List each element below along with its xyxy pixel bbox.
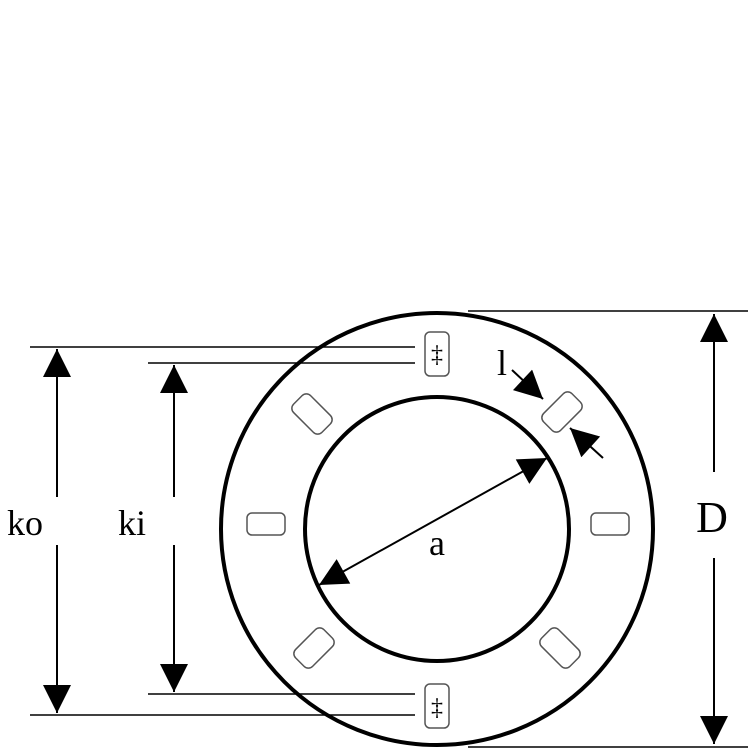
ki-label: ki bbox=[118, 503, 146, 543]
l-arrow-upper bbox=[511, 369, 544, 400]
slot-lower-left bbox=[293, 627, 335, 669]
l-arrow-lower bbox=[569, 427, 604, 459]
slot-lower-right bbox=[539, 627, 581, 669]
slot-top-symbol: ‡ bbox=[431, 342, 443, 368]
inner-circle bbox=[303, 395, 571, 663]
slot-upper-left bbox=[291, 393, 333, 435]
outer-circle bbox=[219, 311, 655, 747]
l-label: l bbox=[497, 343, 507, 383]
a-label: a bbox=[429, 523, 445, 563]
slot-right bbox=[590, 512, 630, 536]
slots bbox=[246, 331, 630, 729]
ko-label: ko bbox=[7, 503, 43, 543]
slot-left bbox=[246, 512, 286, 536]
slot-bottom-symbol: ‡ bbox=[431, 695, 443, 721]
extension-lines bbox=[30, 310, 748, 748]
slot-bottom bbox=[424, 683, 450, 729]
slot-upper-right bbox=[541, 391, 583, 433]
d-label: D bbox=[696, 493, 728, 542]
slot-top bbox=[424, 331, 450, 377]
a-dimension-line bbox=[318, 457, 548, 586]
